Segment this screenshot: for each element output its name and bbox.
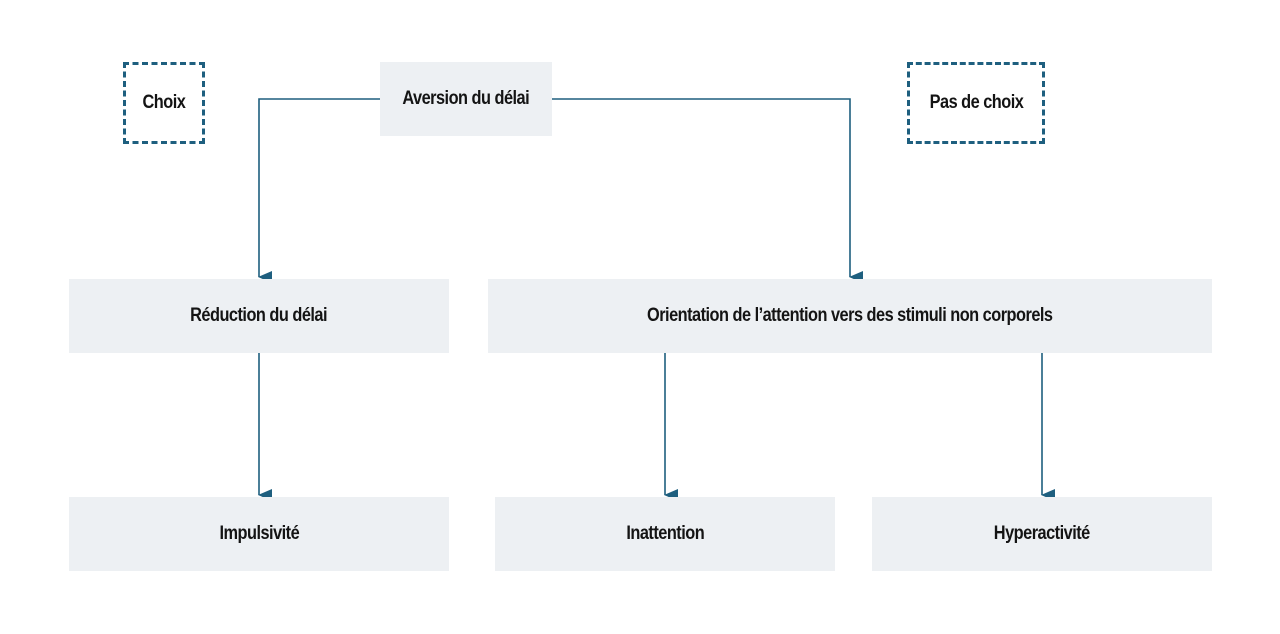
node-hyperactivite: Hyperactivité	[872, 497, 1212, 571]
node-reduction-du-delai: Réduction du délai	[69, 279, 449, 353]
node-label: Aversion du délai	[402, 88, 530, 109]
legend-label: Pas de choix	[929, 92, 1023, 113]
node-label: Inattention	[626, 523, 704, 544]
node-label: Orientation de l’attention vers des stim…	[647, 305, 1053, 326]
node-aversion-du-delai: Aversion du délai	[380, 62, 552, 136]
node-label: Impulsivité	[219, 523, 299, 544]
edge-aversion-to-orientation	[552, 98, 863, 283]
edge-aversion-to-reduction	[258, 98, 380, 283]
legend-pas-de-choix: Pas de choix	[907, 62, 1045, 144]
node-label: Hyperactivité	[994, 523, 1090, 544]
legend-label: Choix	[142, 92, 186, 113]
node-impulsivite: Impulsivité	[69, 497, 449, 571]
node-orientation-attention: Orientation de l’attention vers des stim…	[488, 279, 1212, 353]
node-inattention: Inattention	[495, 497, 835, 571]
node-label: Réduction du délai	[190, 305, 328, 326]
legend-choix: Choix	[123, 62, 205, 144]
